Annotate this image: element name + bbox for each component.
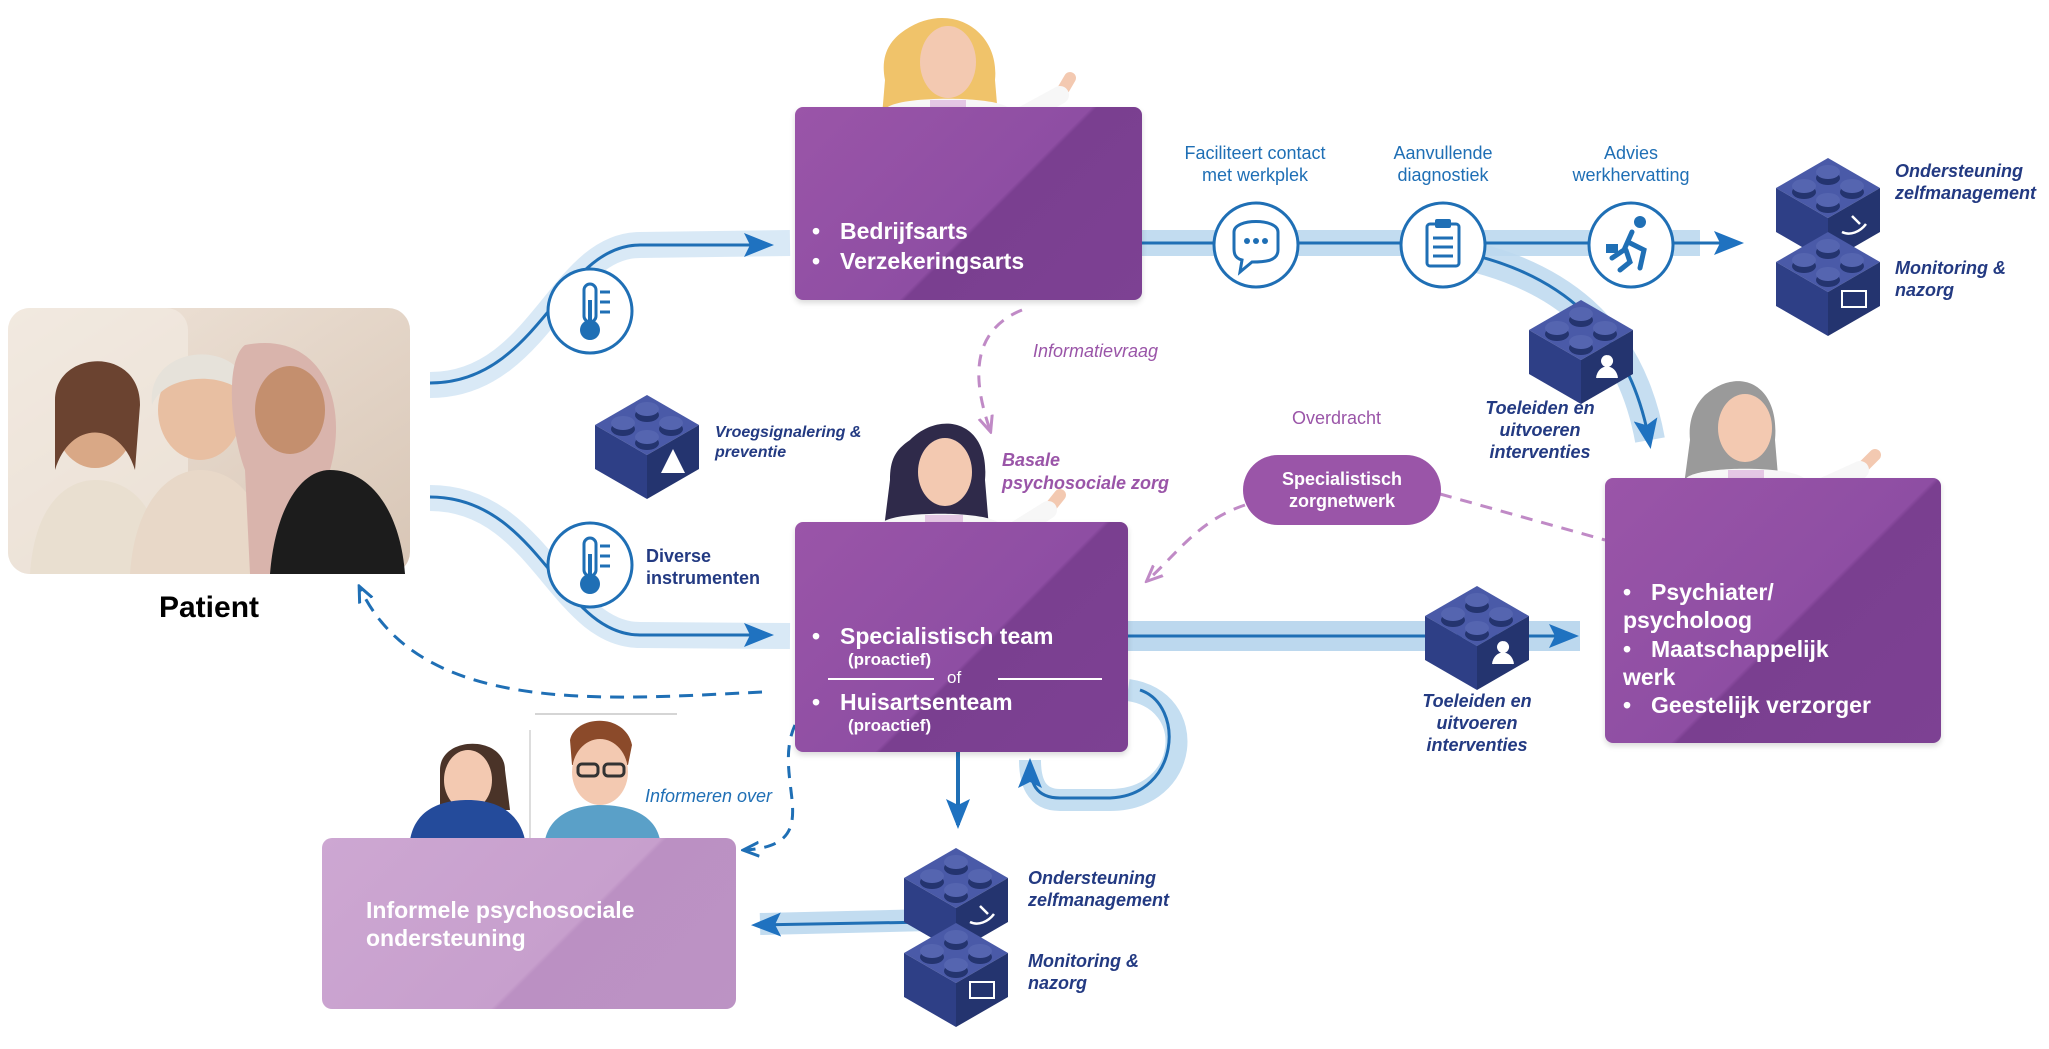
top-block-label-monitoring: Monitoring & nazorg bbox=[1895, 258, 2006, 300]
warning-icon bbox=[661, 449, 685, 473]
care-team-box bbox=[795, 522, 1128, 752]
bottom-block-label-zelfmanagement: Ondersteuning zelfmanagement bbox=[1028, 868, 1170, 910]
top-toeleiden-label: Toeleiden en uitvoeren interventies bbox=[1485, 398, 1595, 462]
lego-block-mid-toeleiden bbox=[1425, 586, 1529, 690]
separator-line-left bbox=[828, 678, 934, 680]
informeren-over-label: Informeren over bbox=[645, 786, 773, 806]
thermometer-icon bbox=[546, 521, 634, 609]
specialist-network-pill: Specialistisch zorgnetwerk bbox=[1243, 455, 1441, 525]
bottom-block-label-monitoring: Monitoring & nazorg bbox=[1028, 951, 1139, 993]
informal-supporters-illustration bbox=[396, 713, 677, 840]
person-icon bbox=[1492, 641, 1514, 665]
specialist-item-psychiater: •Psychiater/ psycholoog bbox=[1623, 579, 1774, 633]
chat-icon bbox=[1212, 201, 1300, 289]
monitor-icon bbox=[1841, 290, 1867, 308]
occupational-item-bedrijfsarts: •Bedrijfsarts bbox=[812, 218, 968, 244]
dashed-arrows bbox=[360, 308, 1606, 850]
specialists-box bbox=[1605, 478, 1941, 743]
support-hand-icon bbox=[1841, 215, 1867, 235]
clipboard-icon bbox=[1399, 201, 1487, 289]
informal-support-label: Informele psychosociale ondersteuning bbox=[366, 897, 635, 951]
thermometer-icon bbox=[546, 267, 634, 355]
team-item-specialistisch: •Specialistisch team bbox=[812, 623, 1054, 649]
informal-support-box bbox=[322, 838, 736, 1009]
patient-photo bbox=[8, 308, 410, 574]
lego-block-bottom-monitoring bbox=[904, 923, 1008, 1027]
step-label-werkhervatting: Advies werkhervatting bbox=[1572, 143, 1690, 185]
step-label-contact: Faciliteert contact met werkplek bbox=[1184, 143, 1326, 185]
specialist-item-geestelijk: •Geestelijk verzorger bbox=[1623, 692, 1871, 718]
team-item-specialistisch-sub: (proactief) bbox=[848, 650, 932, 669]
vroegsignalering-label: Vroegsignalering & preventie bbox=[715, 424, 862, 461]
patient-label: Patient bbox=[159, 591, 259, 624]
step-label-diagnostiek: Aanvullende diagnostiek bbox=[1393, 143, 1493, 185]
lego-block-vroegsignalering bbox=[595, 395, 699, 499]
separator-line-right bbox=[998, 678, 1102, 680]
top-block-label-zelfmanagement: Ondersteuning zelfmanagement bbox=[1895, 161, 2037, 203]
person-icon bbox=[1596, 355, 1618, 379]
lego-blocks bbox=[595, 158, 1880, 1027]
team-item-huisartsen: •Huisartsenteam bbox=[812, 689, 1013, 715]
monitor-icon bbox=[969, 981, 995, 999]
lego-block-top-toeleiden bbox=[1529, 300, 1633, 404]
basale-zorg-label: Basale psychosociale zorg bbox=[1002, 450, 1170, 493]
occupational-doctors-box bbox=[795, 107, 1142, 300]
informatievraag-label: Informatievraag bbox=[1033, 341, 1159, 361]
team-separator-of: of bbox=[947, 668, 962, 687]
specialist-item-maatschappelijk: •Maatschappelijk werk bbox=[1623, 636, 1829, 690]
running-person-icon bbox=[1587, 201, 1675, 289]
team-item-huisartsen-sub: (proactief) bbox=[848, 716, 932, 735]
mid-toeleiden-label: Toeleiden en uitvoeren interventies bbox=[1422, 691, 1532, 755]
overdracht-label: Overdracht bbox=[1292, 408, 1382, 428]
diverse-instrumenten-label: Diverse instrumenten bbox=[646, 546, 761, 588]
occupational-item-verzekeringsarts: •Verzekeringsarts bbox=[812, 248, 1025, 274]
lego-block-top-monitoring bbox=[1776, 232, 1880, 336]
support-hand-icon bbox=[969, 905, 995, 925]
